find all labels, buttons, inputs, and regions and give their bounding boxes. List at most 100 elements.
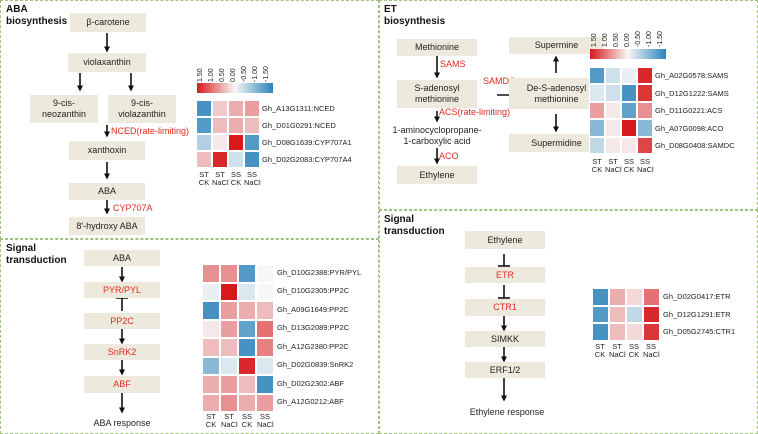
gene-label: Gh_D12G1291:ETR [663, 310, 731, 319]
heatmap-et-biosynthesis [589, 67, 653, 154]
node-pyr-pyl: PYR/PYL [84, 282, 160, 298]
heatmap-cell [256, 301, 274, 320]
heatmap-cell [238, 338, 256, 357]
aba-biosynthesis-panel [0, 0, 379, 239]
column-label: SS NaCl [257, 412, 274, 429]
gene-label: Gh_D02G0839:SnRK2 [277, 360, 354, 369]
scale-tick: 0.50 [219, 68, 226, 82]
heatmap-cell [212, 100, 228, 117]
node-8-hydroxy-aba: 8'-hydroxy ABA [69, 217, 145, 235]
enzyme-cyp707a: CYP707A [113, 203, 153, 213]
scale-tick: 0.50 [613, 33, 620, 47]
heatmap-cell [256, 375, 274, 394]
heatmap-cell [626, 305, 643, 323]
column-label: ST CK [594, 342, 606, 359]
heatmap-cell [196, 100, 212, 117]
heatmap-cell [605, 119, 621, 137]
gene-label: Gh_D08G0408:SAMDC [655, 141, 735, 150]
heatmap-et-signal [592, 288, 660, 341]
column-label: ST CK [205, 412, 217, 429]
heatmap-cell [228, 151, 244, 168]
scale-tick: 0.00 [624, 33, 631, 47]
scale-tick: -0.50 [635, 31, 642, 47]
node-violaxanthin: violaxanthin [68, 53, 146, 72]
gene-label: Gh_A09G1649:PP2C [277, 305, 349, 314]
heatmap-cell [637, 136, 653, 154]
node-aba-response: ABA response [93, 418, 151, 428]
heatmap-cell [238, 356, 256, 375]
gene-label: Gh_D02G2083:CYP707A4 [262, 155, 352, 164]
heatmap-cell [220, 282, 238, 301]
node-pp2c: PP2C [84, 313, 160, 329]
heatmap-cell [202, 393, 220, 412]
node-aba-signal: ABA [84, 250, 160, 266]
node-s-adenosyl-methionine: S-adenosyl methionine [397, 80, 477, 108]
enzyme-acs: ACS(rate-limiting) [439, 107, 511, 117]
column-label: ST CK [591, 157, 603, 174]
heatmap-cell [220, 375, 238, 394]
scale-tick: 1.50 [591, 33, 598, 47]
column-label: ST NaCl [605, 157, 622, 174]
heatmap-cell [244, 100, 260, 117]
scale-tick: 1.00 [208, 68, 215, 82]
gene-label: Gh_D12G1222:SAMS [655, 89, 729, 98]
aba-signal-title: Signal transduction [6, 243, 67, 266]
heatmap-cell [212, 151, 228, 168]
heatmap-cell [196, 117, 212, 134]
scale-tick: 1.50 [197, 68, 204, 82]
enzyme-nced: NCED(rate-limiting) [111, 126, 190, 136]
heatmap-cell [589, 67, 605, 85]
node-supermine: Supermine [509, 37, 604, 54]
heatmap-cell [621, 84, 637, 102]
heatmap-cell [592, 323, 609, 341]
node-erf1-2: ERF1/2 [465, 362, 545, 378]
scale-tick: -1.50 [263, 66, 270, 82]
heatmap-cell [244, 134, 260, 151]
heatmap-cell [202, 301, 220, 320]
heatmap-cell [256, 282, 274, 301]
heatmap-cell [202, 264, 220, 283]
node-supermidine: Supermidine [509, 134, 604, 152]
heatmap-cell [196, 151, 212, 168]
column-label: SS CK [241, 412, 253, 429]
column-label: ST NaCl [221, 412, 238, 429]
heatmap-cell [609, 305, 626, 323]
scale-tick: 0.00 [230, 68, 237, 82]
column-label: SS CK [623, 157, 635, 174]
scale-tick: 1.00 [602, 33, 609, 47]
heatmap-cell [626, 288, 643, 306]
et-biosynthesis-title: ET biosynthesis [384, 4, 446, 27]
node-9-cis-violazanthin: 9-cis- violazanthin [108, 95, 176, 123]
heatmap-cell [238, 319, 256, 338]
node-acc: 1-aminocyclopropane- 1-carboxylic acid [392, 125, 482, 146]
heatmap-cell [256, 319, 274, 338]
heatmap-cell [605, 136, 621, 154]
node-snrk2: SnRK2 [84, 344, 160, 360]
heatmap-cell [589, 101, 605, 120]
column-label: SS CK [628, 342, 640, 359]
heatmap-cell [196, 134, 212, 151]
heatmap-cell [256, 356, 274, 375]
heatmap-cell [202, 356, 220, 375]
heatmap-cell [626, 323, 643, 341]
heatmap-cell [244, 151, 260, 168]
enzyme-samdc: SAMDC [483, 76, 516, 86]
heatmap-cell [605, 84, 621, 102]
heatmap-cell [238, 301, 256, 320]
column-label: ST CK [198, 170, 210, 187]
node-ethylene-signal: Ethylene [465, 231, 545, 249]
heatmap-cell [202, 282, 220, 301]
heatmap-cell [589, 136, 605, 154]
heatmap-cell [202, 319, 220, 338]
node-ethylene: Ethylene [397, 166, 477, 184]
gene-label: Gh_D05G2745:CTR1 [663, 327, 736, 336]
heatmap-cell [592, 288, 609, 306]
heatmap-cell [637, 101, 653, 120]
scale-tick: -1.00 [252, 66, 259, 82]
heatmap-cell [609, 288, 626, 306]
node-9-cis-neozanthin: 9-cis- neozanthin [30, 95, 98, 123]
gene-label: Gh_D01G0291:NCED [262, 121, 336, 130]
heatmap-cell [621, 67, 637, 85]
node-simkk: SIMKK [465, 331, 545, 347]
